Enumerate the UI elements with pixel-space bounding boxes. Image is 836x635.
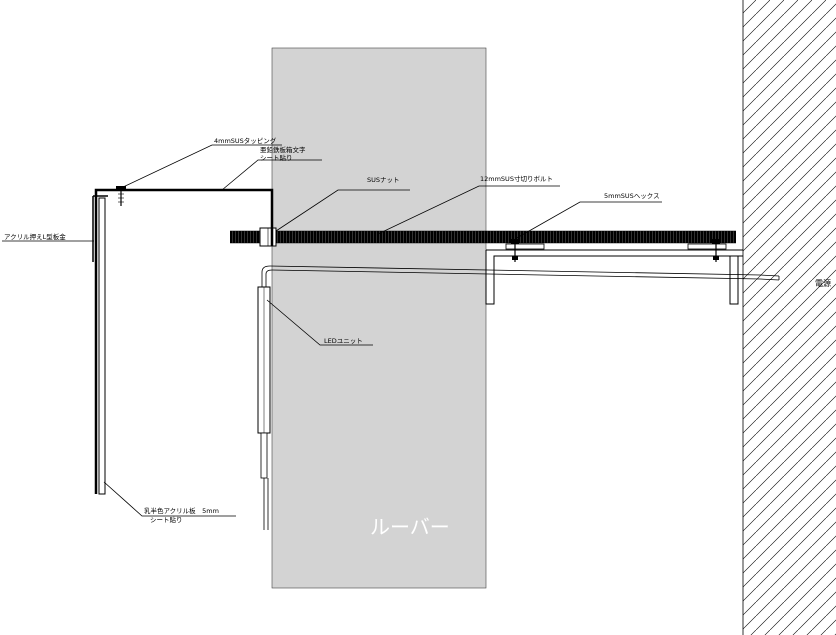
louver-body xyxy=(271,47,487,589)
hex-bolts xyxy=(511,239,720,262)
acrylic-panel xyxy=(92,195,108,495)
label-sus-nut: SUSナット xyxy=(367,176,400,184)
label-tapping-screw: 4mmSUSタッピング xyxy=(214,136,277,145)
label-threaded-bolt: 12mmSUS寸切りボルト xyxy=(480,174,553,183)
label-led-unit: LEDユニット xyxy=(324,337,363,345)
label-letter-box-line2: シート貼り xyxy=(260,153,293,162)
label-letter-box-line1: 亜鉛鉄板箱文字 xyxy=(260,145,306,154)
leader-lines xyxy=(2,144,662,517)
led-unit xyxy=(257,286,271,530)
support-brackets xyxy=(485,243,743,305)
louver-label: ルーバー xyxy=(370,515,450,539)
label-acrylic-line2: シート貼り xyxy=(150,515,183,524)
label-retaining-angle: アクリル押えL型板金 xyxy=(4,232,66,241)
threaded-bolt xyxy=(230,230,736,244)
tapping-screw xyxy=(116,186,126,206)
label-power-source: 電源 xyxy=(815,279,831,288)
louver: ルーバー xyxy=(271,47,487,589)
label-acrylic-line1: 乳半色アクリル板 5mm xyxy=(144,506,219,515)
label-hex-bolt: 5mmSUSヘックス xyxy=(604,192,660,200)
wall xyxy=(742,0,836,635)
sus-nut xyxy=(259,227,277,247)
power-wire xyxy=(261,265,780,287)
